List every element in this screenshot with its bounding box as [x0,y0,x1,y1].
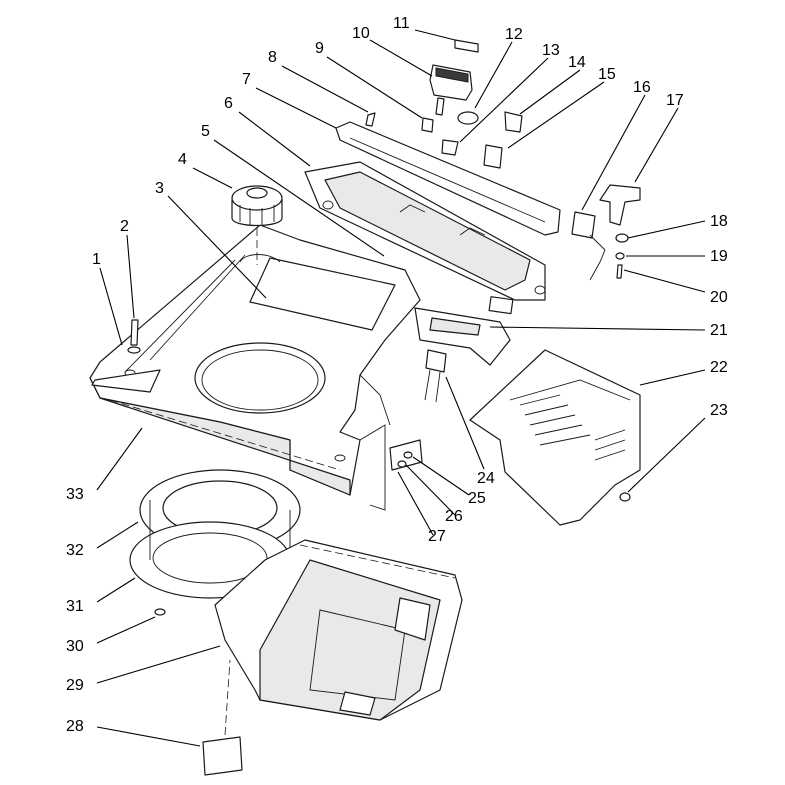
callout-5: 5 [201,123,210,140]
callout-15: 15 [598,66,616,83]
callout-13: 13 [542,42,560,59]
chute-base [214,539,463,721]
leader-lines [96,29,706,747]
callout-16: 16 [633,79,651,96]
callout-23: 23 [710,402,728,419]
control-panel [304,121,561,315]
callout-2: 2 [120,218,129,235]
callout-6: 6 [224,95,233,112]
callout-10: 10 [352,25,370,42]
main-housing [89,224,421,511]
callout-8: 8 [268,49,277,66]
bracket-21 [414,307,511,366]
pad-28 [202,659,243,776]
callout-22: 22 [710,359,728,376]
callout-33: 33 [66,486,84,503]
callout-28: 28 [66,718,84,735]
callout-17: 17 [666,92,684,109]
callout-31: 31 [66,598,84,615]
callout-29: 29 [66,677,84,694]
callout-32: 32 [66,542,84,559]
mounting-rings [129,469,301,616]
callout-24: 24 [477,470,495,487]
callout-12: 12 [505,26,523,43]
callout-1: 1 [92,251,101,268]
fuel-cap [231,185,283,265]
callout-3: 3 [155,180,164,197]
callout-19: 19 [710,248,728,265]
callout-18: 18 [710,213,728,230]
callout-26: 26 [445,508,463,525]
callout-25: 25 [468,490,486,507]
callout-11: 11 [393,15,410,32]
callout-27: 27 [428,528,446,545]
callout-7: 7 [242,71,251,88]
callout-21: 21 [710,322,728,339]
small-components [127,39,641,354]
callout-14: 14 [568,54,586,71]
callout-9: 9 [315,40,324,57]
callout-20: 20 [710,289,728,306]
callout-30: 30 [66,638,84,655]
callout-labels: 1 2 3 4 5 6 7 8 9 10 11 12 13 14 15 16 1… [66,15,728,735]
belt-cover [469,349,641,526]
callout-4: 4 [178,151,187,168]
connector-parts [389,349,447,471]
